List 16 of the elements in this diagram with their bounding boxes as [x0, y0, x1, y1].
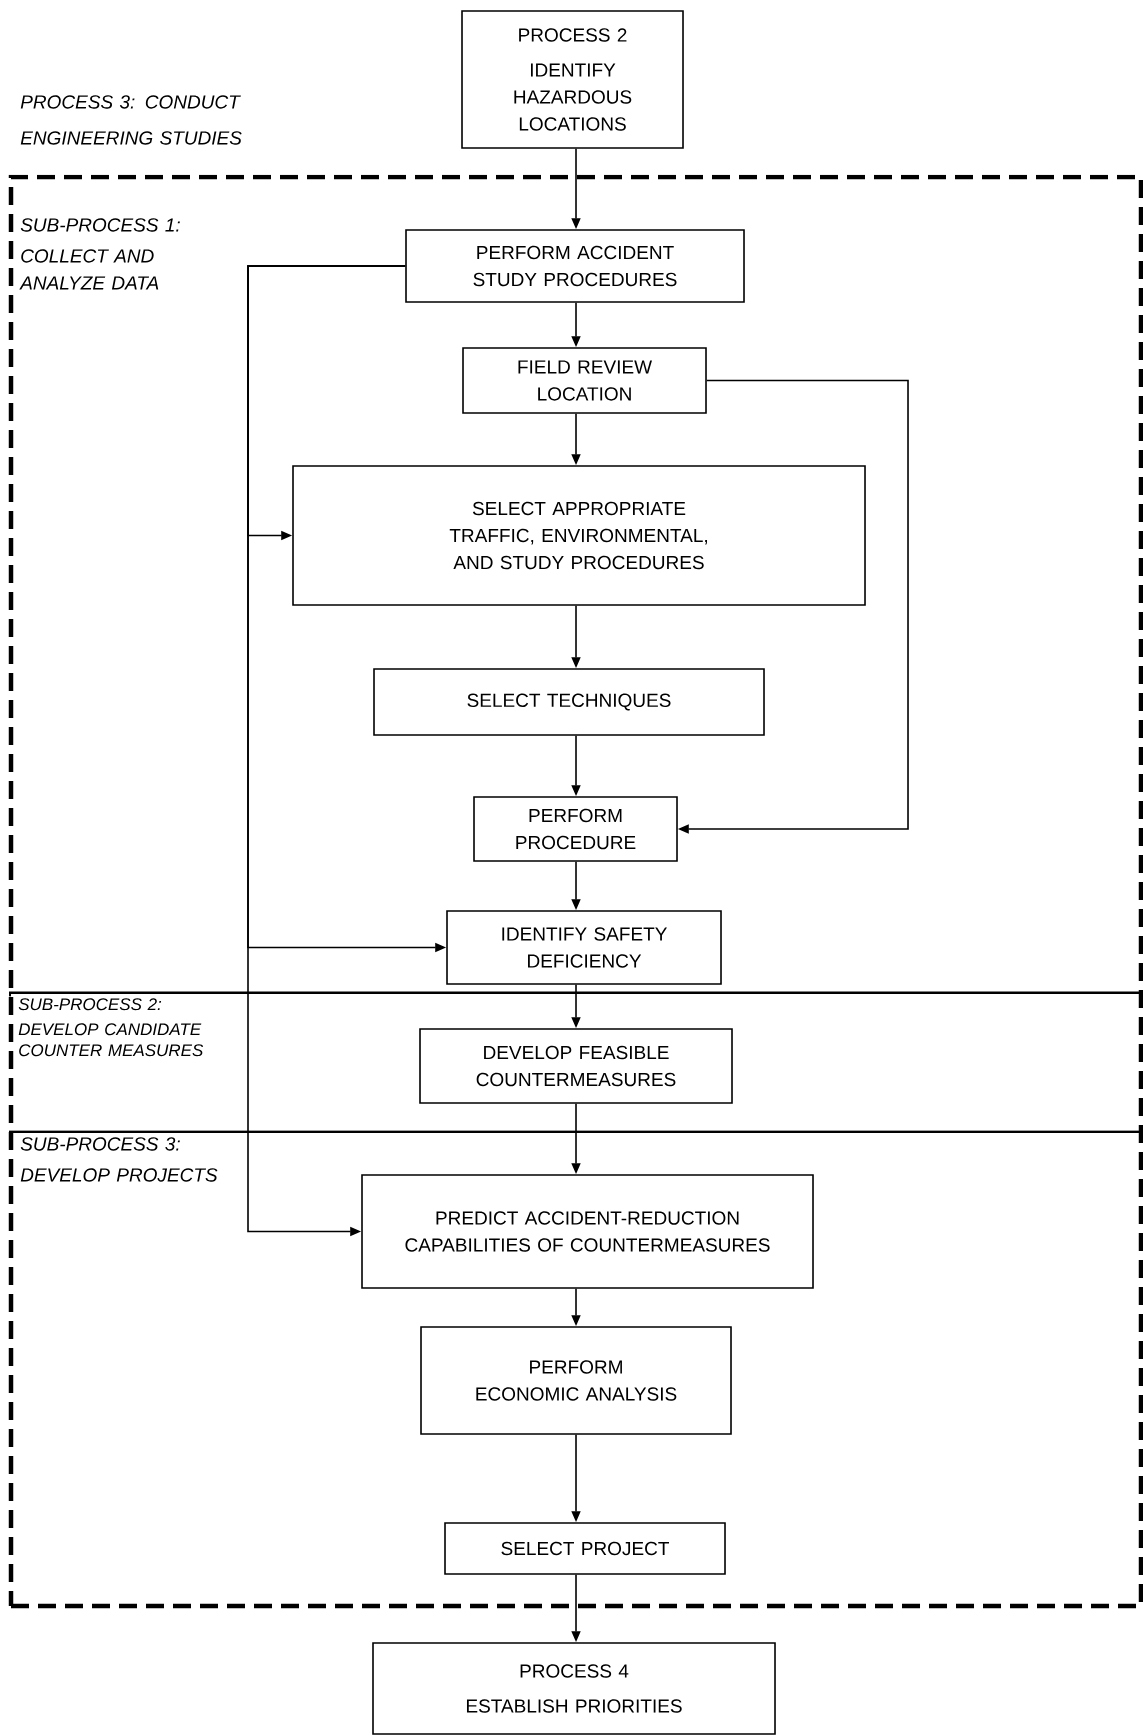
process-box: SELECT PROJECT	[444, 1522, 726, 1575]
process-box: PROCESS 4 ESTABLISH PRIORITIES	[372, 1642, 776, 1735]
process-box: PERFORM ACCIDENT STUDY PROCEDURES	[405, 229, 745, 303]
process-box: IDENTIFY SAFETY DEFICIENCY	[446, 910, 722, 985]
process-box: FIELD REVIEW LOCATION	[462, 347, 707, 414]
process-box: PREDICT ACCIDENT-REDUCTION CAPABILITIES OF COUNTERMEASURES	[361, 1174, 814, 1289]
process-box: SELECT APPROPRIATE TRAFFIC, ENVIRONMENTAL, AND STUDY PROCEDURES	[292, 465, 866, 606]
band-heading: SUB-PROCESS 3: DEVELOP PROJECTS	[20, 1137, 218, 1182]
process-box: PROCESS 2 IDENTIFY HAZARDOUS LOCATIONS	[461, 10, 684, 149]
band-heading: SUB-PROCESS 1: COLLECT AND ANALYZE DATA	[19, 218, 180, 290]
process-box: DEVELOP FEASIBLE COUNTERMEASURES	[419, 1028, 733, 1104]
process-box: SELECT TECHNIQUES	[373, 668, 765, 736]
process-box: PERFORM ECONOMIC ANALYSIS	[420, 1326, 732, 1435]
band-heading: SUB-PROCESS 2: DEVELOP CANDIDATE COUNTER MEASURES	[18, 998, 204, 1057]
process-box: PERFORM PROCEDURE	[473, 796, 678, 862]
frame-heading: PROCESS 3: CONDUCT ENGINEERING STUDIES	[20, 95, 242, 145]
